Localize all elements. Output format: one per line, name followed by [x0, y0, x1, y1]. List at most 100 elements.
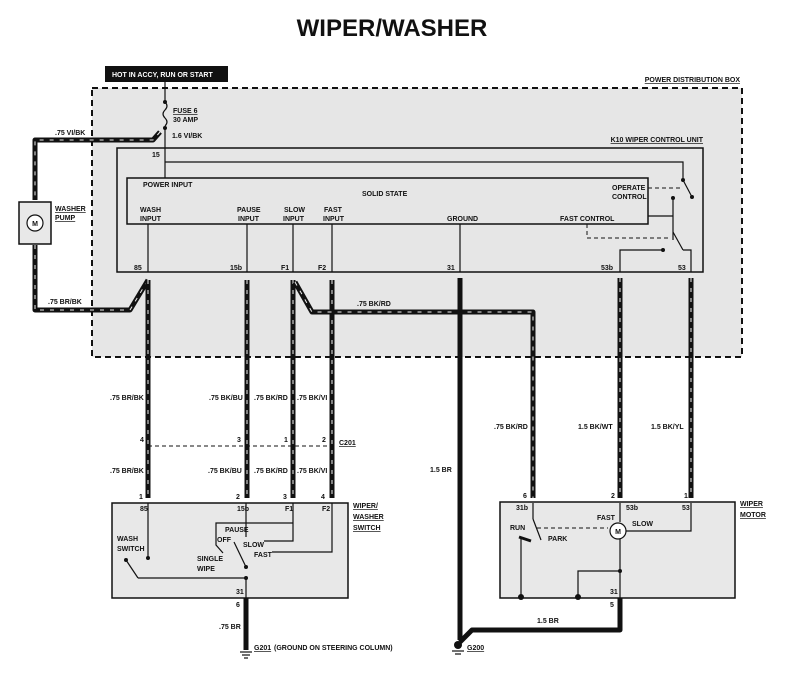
pin-leads: [147, 224, 461, 272]
ground-pin: 31: [447, 265, 455, 272]
fuse-rating: 30 AMP: [173, 117, 198, 124]
diagram-line: [619, 249, 663, 272]
diagram-line: [264, 503, 294, 542]
relay-switches: [586, 178, 694, 272]
diagram-label: .75 BR/BK: [110, 468, 144, 475]
control-inputs: WASH INPUT PAUSE INPUT SLOW INPUT FAST I…: [134, 207, 345, 272]
diagram-label: PAUSE: [225, 527, 249, 534]
diagram-label: PUMP: [55, 215, 76, 222]
diagram-label: .75 BK/RD: [494, 424, 528, 431]
diagram-label: WIPE: [197, 566, 215, 573]
diagram-label: 31: [610, 589, 618, 596]
diagram-label: SWITCH: [353, 525, 381, 532]
diagram-line: [34, 245, 149, 311]
control-unit-label: K10 WIPER CONTROL UNIT: [611, 137, 704, 144]
diagram-label: .75 BK/BU: [208, 468, 242, 475]
diagram-line: [681, 178, 685, 182]
diagram-line: [292, 280, 536, 498]
washer-pump-label: WASHER: [55, 206, 86, 213]
diagram-label: 6: [523, 493, 527, 500]
diagram-label: FAST: [254, 552, 273, 559]
g200-ground-wire: [458, 598, 623, 644]
diagram-line: [672, 231, 684, 251]
diagram-line: [233, 541, 247, 568]
diagram-label: F1: [285, 506, 293, 513]
diagram-label: FAST: [324, 207, 343, 214]
diagram-line: [575, 594, 581, 600]
diagram-label: 15b: [230, 265, 242, 272]
diagram-label: 1: [139, 494, 143, 501]
diagram-label: 85: [140, 506, 148, 513]
diagram-label: SINGLE: [197, 556, 223, 563]
diagram-label: INPUT: [283, 216, 305, 223]
ground-icon: [240, 651, 252, 659]
power-distribution-box-label: POWER DISTRIBUTION BOX: [645, 77, 741, 84]
diagram-line: [618, 569, 622, 573]
c201-label: C201: [339, 440, 356, 447]
diagram-label: 6: [236, 602, 240, 609]
main-ground-wire-label: 1.5 BR: [430, 467, 452, 474]
diagram-line: [683, 249, 692, 272]
diagram-label: .75 BK/VI: [297, 395, 327, 402]
ground-icon: [452, 641, 464, 655]
pump-wire-out-label: .75 BR/BK: [48, 299, 82, 306]
wiper-motor: WIPER MOTOR 6 2 1 31b 53b 53 M FAST SLOW…: [499, 493, 766, 600]
diagram-line: [215, 522, 293, 554]
diagram-label: .75 BR/BK: [110, 395, 144, 402]
diagram-label: WIPER: [740, 501, 763, 508]
power-source-box: [105, 66, 228, 82]
fuse-wire-label: 1.6 VI/BK: [172, 133, 202, 140]
diagram-label: RUN: [510, 525, 525, 532]
diagram-label: 53: [682, 505, 690, 512]
g201-label: G201: [254, 645, 271, 652]
diagram-label: .75 BK/VI: [297, 468, 327, 475]
diagram-line: [518, 535, 532, 543]
diagram-line: [125, 559, 139, 579]
diagram-label: CONTROL: [612, 194, 647, 201]
diagram-label: 85: [134, 265, 142, 272]
diagram-label: F1: [281, 265, 289, 272]
diagram-line: [32, 130, 162, 200]
diagram-line: [690, 195, 694, 199]
diagram-line: [163, 100, 167, 104]
diagram-label: INPUT: [140, 216, 162, 223]
diagram-label: F2: [318, 265, 326, 272]
diagram-label: 15b: [237, 506, 249, 513]
wiper-washer-switch: WIPER/ WASHER SWITCH 1 2 3 4 85 15b F1 F…: [111, 494, 384, 599]
diagram-label: M: [615, 529, 621, 536]
diagram-label: .75 BR: [219, 624, 241, 631]
pump-wire-in-label: .75 VI/BK: [55, 130, 85, 137]
diagram-label: INPUT: [238, 216, 260, 223]
ground-label: GROUND: [447, 216, 478, 223]
diagram-line: [454, 641, 462, 649]
diagram-label: WASH: [117, 536, 138, 543]
diagram-line: [111, 502, 349, 599]
diagram-line: [272, 503, 333, 553]
diagram-label: 3: [237, 437, 241, 444]
fuse-name: FUSE 6: [173, 108, 198, 115]
power-source-label: HOT IN ACCY, RUN OR START: [112, 72, 213, 79]
diagram-label: 1: [684, 493, 688, 500]
fast-control-label: FAST CONTROL: [560, 216, 615, 223]
diagram-label: PAUSE: [237, 207, 261, 214]
diagram-label: .75 BK/BU: [209, 395, 243, 402]
power-distribution-box: [91, 87, 743, 358]
diagram-label: SLOW: [243, 542, 264, 549]
solid-state-module: [126, 177, 649, 225]
diagram-label: OFF: [217, 537, 232, 544]
power-pin: 15: [152, 152, 160, 159]
diagram-label: .75 BK/RD: [254, 395, 288, 402]
diagram-label: 53b: [626, 505, 638, 512]
diagram-line: [244, 576, 248, 580]
diagram-label: MOTOR: [740, 512, 766, 519]
power-input-label: POWER INPUT: [143, 182, 193, 189]
diagram-label: .75 BK/RD: [254, 468, 288, 475]
g200-label: G200: [467, 645, 484, 652]
g201-description: (GROUND ON STEERING COLUMN): [274, 645, 393, 652]
output-pin-53: 53: [678, 265, 686, 272]
diagram-label: SWITCH: [117, 546, 145, 553]
diagram-label: 1.5 BK/WT: [578, 424, 613, 431]
diagram-label: 2: [611, 493, 615, 500]
switch-harness: .75 BK/RD: [145, 278, 694, 640]
